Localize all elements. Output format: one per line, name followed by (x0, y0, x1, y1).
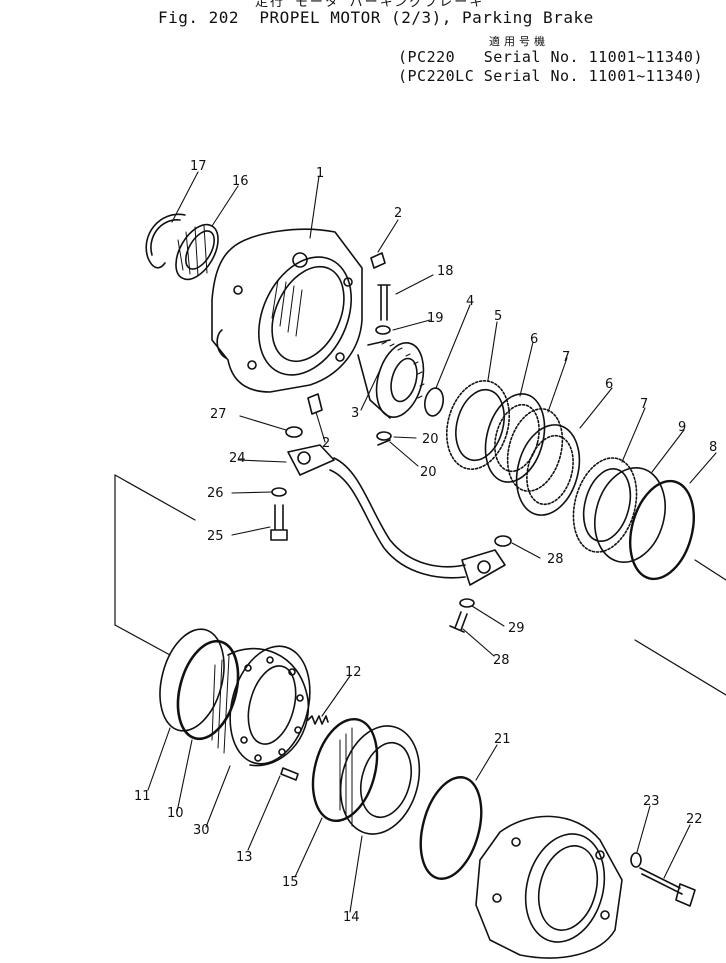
callout-number: 16 (232, 174, 249, 189)
callout-number: 3 (351, 406, 359, 421)
part-23-bolt (639, 867, 696, 907)
callout-number: 27 (210, 407, 227, 422)
part-27-washer (271, 487, 287, 497)
callout-number: 22 (686, 812, 703, 827)
callout-number: 12 (345, 665, 362, 680)
callout-number: 9 (678, 420, 686, 435)
part-24-washer (630, 852, 642, 868)
callout-number: 28 (493, 653, 510, 668)
applicability-label: 適用号機 (489, 35, 549, 48)
part-7-plate-a (506, 408, 564, 492)
callout-number: 24 (229, 451, 246, 466)
part-15-piston (339, 725, 421, 835)
callout-number: 13 (236, 850, 253, 865)
part-2-plug-bottom (307, 393, 323, 415)
callout-number: 20 (422, 432, 439, 447)
callout-number: 6 (530, 332, 538, 347)
part-21-pin (377, 439, 391, 446)
part-19-pin (377, 284, 391, 321)
part-14-pin (280, 767, 299, 781)
callout-number: 23 (643, 794, 660, 809)
cover-housing (475, 815, 623, 959)
part-1-housing (211, 228, 363, 393)
part-28-o-ring-a (285, 426, 303, 438)
part-29-bolt (449, 611, 468, 633)
part-20-washer-top (375, 325, 391, 335)
callout-number: 6 (605, 377, 613, 392)
callout-number: 28 (547, 552, 564, 567)
part-6-disc-a (484, 393, 546, 483)
callout-number: 15 (282, 875, 299, 890)
callout-number: 14 (343, 910, 360, 925)
model-serial-line-1: (PC220 Serial No. 11001~11340) (398, 48, 703, 66)
part-17-oil-seal (175, 223, 219, 281)
part-9-ring (629, 479, 695, 581)
callout-number: 18 (437, 264, 454, 279)
callout-number: 7 (562, 350, 570, 365)
callout-number: 26 (207, 486, 224, 501)
part-26-bolt (270, 504, 288, 541)
part-18-snap-ring (145, 213, 186, 269)
callout-number: 19 (427, 311, 444, 326)
callout-number: 30 (193, 823, 210, 838)
callout-number: 7 (640, 397, 648, 412)
part-13-spring (307, 715, 329, 725)
part-25-pipe (287, 444, 506, 586)
callout-number: 2 (322, 436, 330, 451)
reference-frame-lines (114, 474, 726, 696)
part-28-o-ring-b (494, 535, 512, 547)
callout-number: 29 (508, 621, 525, 636)
callout-number: 5 (494, 309, 502, 324)
callout-number: 21 (494, 732, 511, 747)
model-serial-line-2: (PC220LC Serial No. 11001~11340) (398, 67, 703, 85)
callout-number: 17 (190, 159, 207, 174)
callout-number: 10 (167, 806, 184, 821)
part-11-ring (176, 639, 240, 741)
part-8-piston (211, 645, 311, 767)
callout-number: 2 (394, 206, 402, 221)
callout-leaders (147, 171, 717, 913)
part-12-ring (159, 628, 225, 732)
part-5-plate (445, 380, 511, 470)
part-22-o-ring (419, 776, 483, 880)
callout-number: 4 (466, 294, 474, 309)
figure-title: Fig. 202 PROPEL MOTOR (2/3), Parking Bra… (158, 8, 594, 27)
part-20-washer-bottom (376, 431, 392, 441)
part-2-plug-top (370, 252, 386, 269)
callout-number: 11 (134, 789, 151, 804)
japanese-title-line: 走行 モータ パーキングブレーキ (255, 0, 485, 10)
part-16-o-ring (311, 717, 379, 823)
callout-number: 20 (420, 465, 437, 480)
part-30-washer (459, 598, 475, 608)
callout-number: 25 (207, 529, 224, 544)
callout-number: 1 (316, 166, 324, 181)
part-10-ring (594, 467, 666, 563)
callout-number: 8 (709, 440, 717, 455)
part-4-o-ring (424, 387, 444, 417)
callout-labels: 1223456677891011121314151617181920202122… (134, 159, 717, 925)
part-3-gear (357, 339, 425, 419)
